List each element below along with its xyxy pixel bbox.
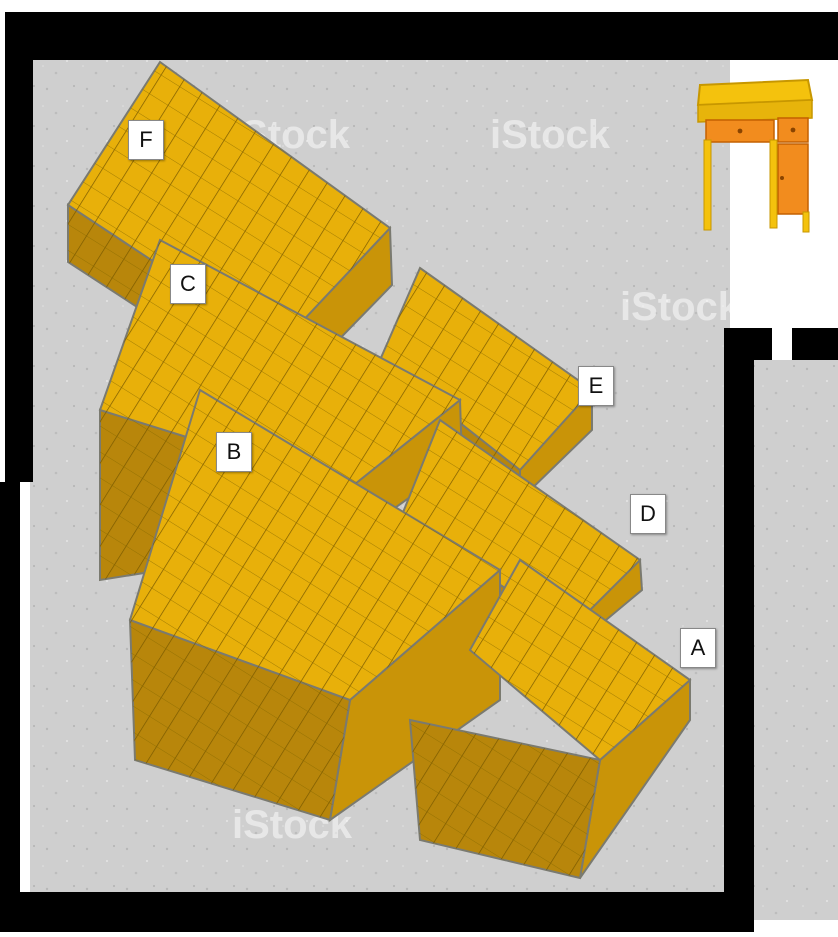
watermark: iStock [490, 113, 611, 157]
rack-label-e: E [578, 366, 614, 406]
rack-label-b: B [216, 432, 252, 472]
rack-label-f: F [128, 120, 164, 160]
rack-label-c: C [170, 264, 206, 304]
watermark: iStock [620, 285, 741, 329]
corridor-floor [752, 360, 838, 920]
rack-label-a: A [680, 628, 716, 668]
rack-label-d: D [630, 494, 666, 534]
